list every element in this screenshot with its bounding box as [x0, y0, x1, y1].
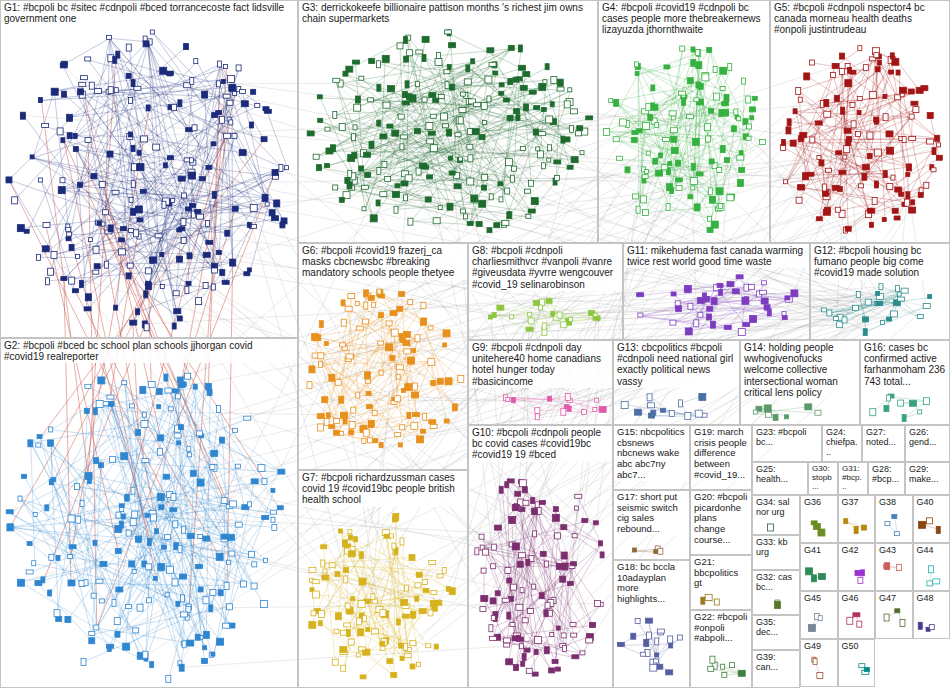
- graph-canvas: G1: #bcpoli bc #sitec #cdnpoli #bced tor…: [0, 0, 950, 688]
